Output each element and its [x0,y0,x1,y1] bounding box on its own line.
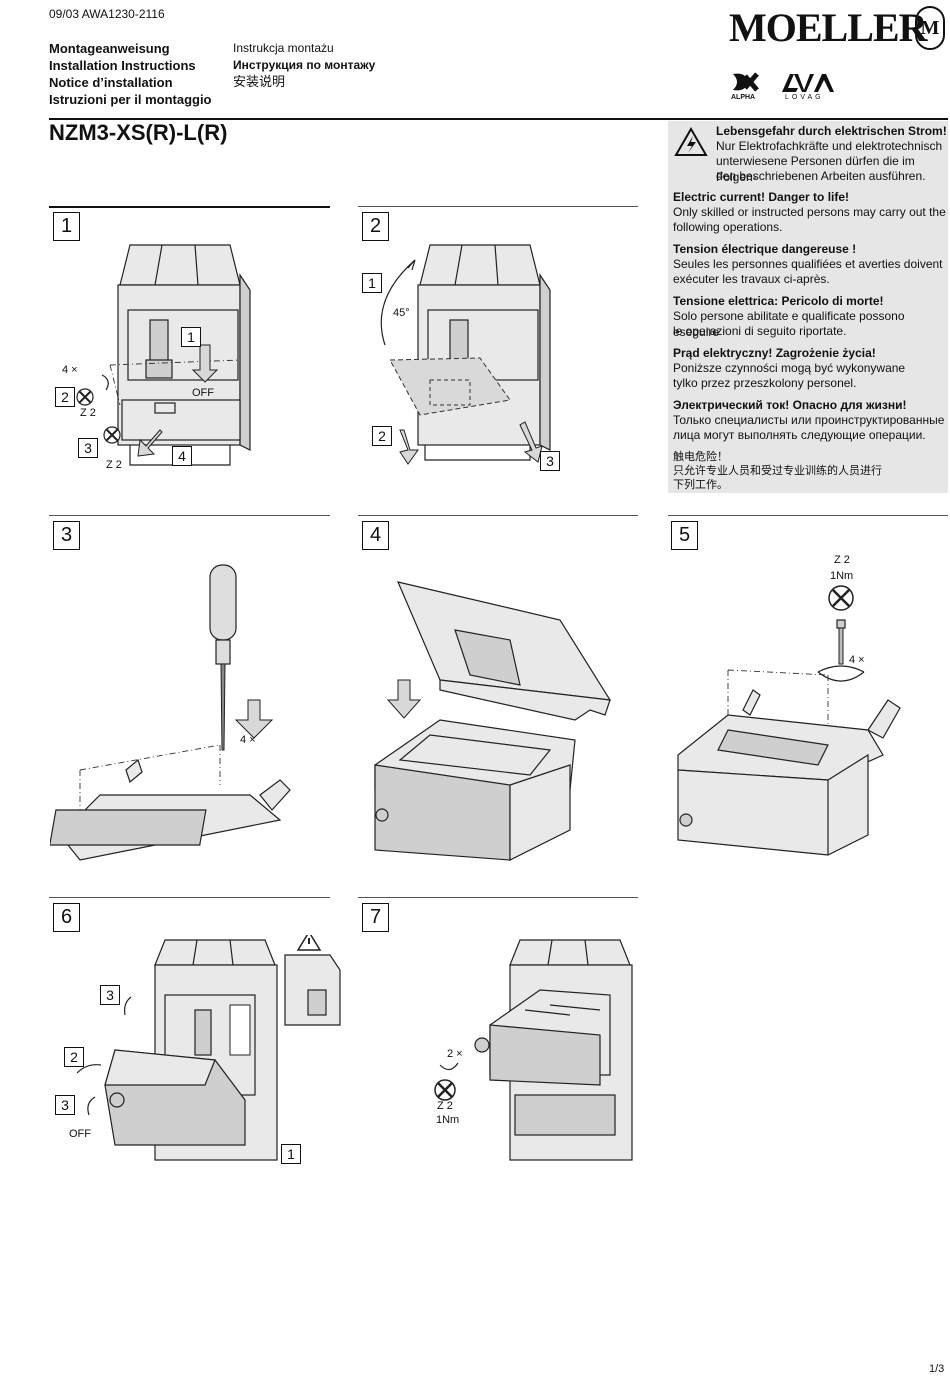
step-6-assembly-illustration [76,935,341,1161]
step-1-callout-3: 3 [78,438,98,458]
step-5-torque-label: 1Nm [830,570,854,582]
step-3-screwdriver-illustration [50,564,291,861]
step-6-rule [49,897,330,898]
warning-en-line: Only skilled or instructed persons may c… [673,205,946,219]
moeller-logo: MOELLER [729,5,927,50]
warning-ru-line: Только специалисты или проинструктирован… [673,413,945,427]
warning-fr-title: Tension électrique dangereuse ! [673,242,857,256]
warning-ru-line: лица могут выполнять следующие операции. [673,428,926,442]
page-number: 1/3 [929,1363,945,1375]
step-6-callout-2: 2 [64,1047,84,1067]
lovag-logo-label: LOVAG [785,94,824,101]
warning-it-line: Solo persone abilitate e qualificate pos… [673,309,905,339]
step-1-breaker-illustration [76,244,251,466]
step-number-4: 4 [362,521,389,550]
warning-en-title: Electric current! Danger to life! [673,190,850,204]
step-2-rule [358,206,638,207]
step-5-count: 4 × [849,654,865,666]
warning-ru-title: Электрический ток! Опасно для жизни! [673,398,907,412]
warning-fr-line: exécuter les travaux ci-après. [673,272,830,286]
step-number-2: 2 [362,212,389,241]
step-6-callout-3: 3 [100,985,120,1005]
warning-zh-line: 只允许专业人员和受过专业训练的人员进行 [673,465,882,477]
step-6-callout-3: 3 [55,1095,75,1115]
step-7-count: 2 × [447,1048,463,1060]
step-6-off-label: OFF [69,1128,91,1140]
step-2-callout-3: 3 [540,451,560,471]
warning-it-line: le operazioni di seguito riportate. [673,324,847,338]
step-7-assembly-illustration [434,939,633,1161]
warning-de-line: Nur Elektrofachkräfte und elektrotechnis… [716,139,943,153]
step-1-callout-1: 1 [181,327,201,347]
warning-zh-title: 触电危险！ [673,451,728,463]
step-1-count: 4 × [62,364,78,376]
moeller-seal: M [915,6,945,50]
step-1-z2-label: Z 2 [106,459,122,471]
step-5-rule [668,515,948,516]
step-3-count: 4 × [240,734,256,746]
warning-de-line: den beschriebenen Arbeiten ausführen. [716,169,926,183]
header-rule [49,118,948,120]
step-1-z2-label: Z 2 [80,407,96,419]
step-1-callout-4: 4 [172,446,192,466]
step-2-angle-label: 45° [393,307,410,319]
lovag-logo-icon [782,74,834,92]
step-5-assembly-illustration [677,585,901,856]
product-title: NZM3-XS(R)-L(R) [49,120,228,145]
doc-code: 09/03 AWA1230-2116 [49,7,165,21]
title-en: Installation Instructions [49,58,196,73]
step-4-rule [358,515,638,516]
warning-it-title: Tensione elettrica: Pericolo di morte! [673,294,884,308]
step-1-rule [49,206,330,208]
title-pl: Instrukcja montażu [233,41,334,55]
step-number-6: 6 [53,903,80,932]
electric-warning-icon [674,127,708,156]
warning-en-line: following operations. [673,220,783,234]
step-2-callout-1: 1 [362,273,382,293]
step-number-3: 3 [53,521,80,550]
step-4-assembly-illustration [374,581,612,861]
step-1-callout-2: 2 [55,387,75,407]
step-5-z2-label: Z 2 [834,554,850,566]
step-7-torque-label: 1Nm [436,1114,460,1126]
warning-de-title: Lebensgefahr durch elektrischen Strom! [716,124,947,138]
step-3-rule [49,515,330,516]
step-2-callout-2: 2 [372,426,392,446]
title-zh: 安装说明 [233,75,286,90]
step-number-7: 7 [362,903,389,932]
warning-pl-title: Prąd elektryczny! Zagrożenie życia! [673,346,876,360]
title-ru: Инструкция по монтажу [233,58,376,72]
title-it: Istruzioni per il montaggio [49,92,212,107]
warning-pl-line: Poniższe czynności mogą być wykonywane [673,361,906,375]
step-7-z2-label: Z 2 [437,1100,453,1112]
title-list-right: Instrukcja montażu Инструкция по монтажу… [233,40,375,91]
alpha-logo-icon [733,72,759,92]
title-list-left: Montageanweisung Installation Instructio… [49,40,212,108]
title-fr: Notice d’installation [49,75,173,90]
title-de: Montageanweisung [49,41,170,56]
step-1-off-label: OFF [192,387,214,399]
step-number-1: 1 [53,212,80,241]
step-7-rule [358,897,638,898]
alpha-logo-label: ALPHA [731,94,756,101]
step-6-callout-1: 1 [281,1144,301,1164]
step-2-breaker-illustration [380,244,551,465]
warning-de-line: unterwiesene Personen dürfen die im Folg… [716,154,915,184]
step-number-5: 5 [671,521,698,550]
warning-pl-line: tylko przez przeszkolony personel. [673,376,857,390]
warning-zh-line: 下列工作。 [673,479,728,491]
safety-warning-panel: Lebensgefahr durch elektrischen Strom! N… [668,121,948,493]
warning-fr-line: Seules les personnes qualifiées et avert… [673,257,943,271]
